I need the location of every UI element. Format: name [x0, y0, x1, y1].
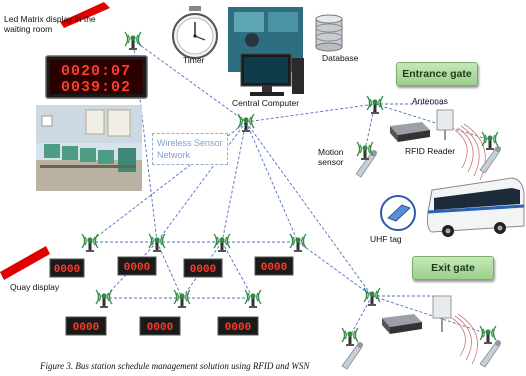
sensor-node-quay-3 — [213, 233, 231, 253]
sensor-node-quay-7 — [244, 289, 262, 309]
label-uhf-tag: UHF tag — [370, 234, 402, 244]
sensor-node-exit — [363, 287, 381, 307]
sensor-node-quay-2 — [148, 233, 166, 253]
waiting-room-photo — [36, 105, 142, 191]
quay-display-2: 0000 — [117, 256, 157, 276]
rfid-reader-entrance — [390, 122, 430, 142]
uhf-tag-icon — [380, 195, 416, 231]
antenna-panel-exit — [432, 295, 478, 365]
sensor-node-quay-1 — [81, 233, 99, 253]
led-line-2: 0039:02 — [61, 79, 131, 96]
svg-text:0000: 0000 — [54, 264, 80, 276]
sensor-node-quay-4 — [289, 233, 307, 253]
sensor-node-exit-right — [479, 325, 497, 345]
entrance-gate-label: Entrance gate — [396, 62, 478, 86]
sensor-node-central — [237, 113, 255, 133]
sensor-node-exit-left — [341, 327, 359, 347]
label-quay-display: Quay display — [10, 282, 60, 292]
svg-text:0000: 0000 — [190, 264, 216, 276]
label-wsn: Wireless Sensor Network — [152, 133, 228, 165]
quay-display-6: 0000 — [139, 316, 181, 336]
svg-text:0000: 0000 — [73, 322, 99, 334]
svg-text:0000: 0000 — [225, 322, 251, 334]
sensor-node-quay-5 — [95, 289, 113, 309]
svg-text:0000: 0000 — [261, 262, 287, 274]
label-motion-sensor: Motion sensor — [318, 147, 344, 167]
motion-sensor-entrance-right — [479, 145, 502, 174]
label-database: Database — [322, 53, 359, 63]
exit-gate-label: Exit gate — [412, 256, 494, 280]
sensor-node-entrance — [366, 95, 384, 115]
computer-icon — [240, 53, 304, 96]
timer-icon — [172, 6, 218, 59]
sensor-node-led — [124, 31, 142, 51]
quay-display-1: 0000 — [49, 258, 85, 278]
quay-displays: 0000 0000 0000 0000 0000 0000 0000 — [49, 256, 294, 336]
label-timer: Timer — [183, 55, 205, 65]
label-antennas: Antennas — [412, 96, 448, 106]
svg-text:0000: 0000 — [124, 262, 150, 274]
sensor-node-quay-6 — [173, 289, 191, 309]
figure-caption: Figure 3. Bus station schedule managemen… — [40, 361, 310, 371]
red-arrow-left — [0, 246, 50, 280]
label-led-matrix: Led Matrix display in the waiting room — [4, 14, 96, 34]
led-line-1: 0020:07 — [61, 63, 131, 80]
bus-image — [427, 177, 525, 237]
quay-display-7: 0000 — [217, 316, 259, 336]
led-matrix-display: 0020:07 0039:02 — [45, 55, 148, 99]
red-arrow-top — [60, 2, 110, 28]
label-rfid-reader: RFID Reader — [405, 146, 456, 156]
quay-display-3: 0000 — [183, 258, 223, 278]
database-icon — [315, 14, 343, 52]
antenna-panel-entrance — [436, 109, 486, 181]
rfid-reader-exit — [382, 314, 422, 334]
motion-sensor-exit-left — [341, 341, 364, 370]
quay-display-4: 0000 — [254, 256, 294, 276]
label-central-computer: Central Computer — [232, 98, 300, 108]
svg-text:0000: 0000 — [147, 322, 173, 334]
motion-sensor-exit-right — [479, 339, 502, 368]
quay-display-5: 0000 — [65, 316, 107, 336]
